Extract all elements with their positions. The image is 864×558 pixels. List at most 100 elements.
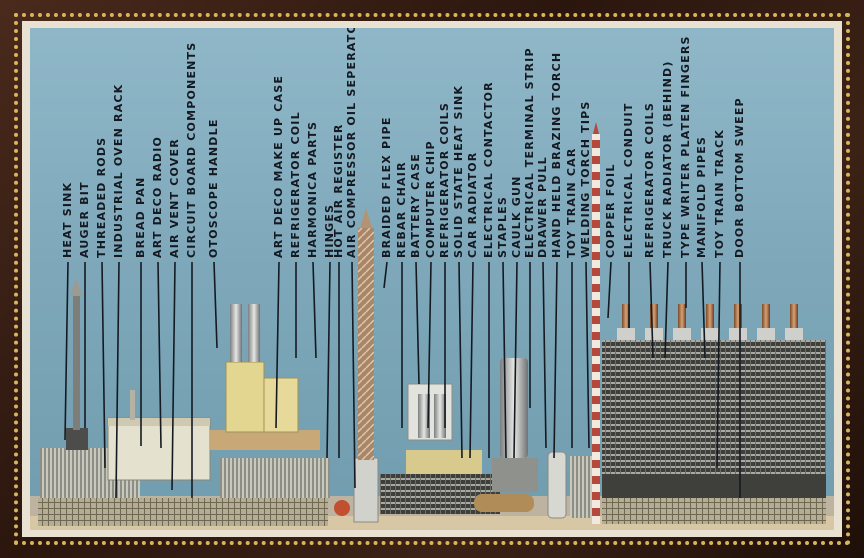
bread-pan-roof xyxy=(108,418,210,426)
toy-train-track xyxy=(602,498,826,524)
leader-line xyxy=(275,261,280,429)
label-9: ART DECO MAKE UP CASE xyxy=(272,74,285,258)
label-1: AUGER BIT xyxy=(78,181,91,258)
label-22: ELECTRICAL CONTACTOR xyxy=(482,81,495,258)
leader-line xyxy=(415,261,420,385)
label-5: ART DECO RADIO xyxy=(151,135,164,258)
makeup-case-wing xyxy=(263,377,299,433)
shadowbox-panel: HEAT SINK AUGER BIT THREADED RODS INDUSTRIA… xyxy=(30,28,834,530)
copper-foil-stack xyxy=(592,122,600,524)
label-18: COMPUTER CHIP xyxy=(424,140,437,258)
label-32: REFRIGERATOR COILS xyxy=(643,102,656,258)
leader-line xyxy=(701,261,706,359)
label-21: CAR RADIATOR xyxy=(466,151,479,258)
leader-line xyxy=(553,261,558,459)
leader-line xyxy=(585,261,590,449)
drawer-pull xyxy=(570,456,592,518)
radiator-base xyxy=(602,474,826,498)
antenna xyxy=(130,390,135,420)
label-2: THREADED RODS xyxy=(95,136,108,258)
label-11: HARMONICA PARTS xyxy=(306,120,319,258)
truck-radiator xyxy=(602,340,826,474)
leader-line xyxy=(383,261,388,289)
label-36: TOY TRAIN TRACK xyxy=(713,129,726,258)
leader-line xyxy=(115,261,120,499)
otoscope-handle-right xyxy=(248,304,260,362)
manifold-fitting xyxy=(785,328,803,340)
auger-tip xyxy=(70,278,83,296)
leader-line xyxy=(469,261,474,459)
battery-cell-a xyxy=(418,394,430,438)
manifold-fitting xyxy=(617,328,635,340)
label-7: CIRCUIT BOARD COMPONENTS xyxy=(185,41,198,258)
battery-cell-b xyxy=(434,394,446,438)
label-23: STAPLES xyxy=(496,196,509,258)
label-37: DOOR BOTTOM SWEEP xyxy=(733,97,746,258)
gold-bead-trim xyxy=(14,13,850,545)
air-vent-cover xyxy=(220,458,330,498)
leader-line xyxy=(502,261,507,459)
otoscope-handle-left xyxy=(230,304,242,362)
manifold-pipes xyxy=(617,304,803,340)
label-leader-lines xyxy=(64,261,741,499)
leader-line xyxy=(607,261,612,319)
leader-line xyxy=(664,261,669,359)
label-14: AIR COMPRESSOR OIL SEPERATOR xyxy=(345,28,358,258)
red-valve xyxy=(334,500,350,516)
label-28: TOY TRAIN CAR xyxy=(565,147,578,258)
manifold-fitting xyxy=(645,328,663,340)
leader-line xyxy=(326,261,331,459)
heat-sink xyxy=(66,428,88,450)
label-29: WELDING TORCH TIPS xyxy=(579,100,592,258)
label-3: INDUSTRIAL OVEN RACK xyxy=(112,83,125,258)
manifold-fitting xyxy=(701,328,719,340)
label-13: HOT AIR REGISTER xyxy=(332,123,345,258)
label-17: BATTERY CASE xyxy=(409,153,422,258)
label-27: HAND HELD BRAZING TORCH xyxy=(550,51,563,258)
label-10: REFRIGERATOR COIL xyxy=(289,111,302,258)
leader-line xyxy=(513,261,518,459)
leader-line xyxy=(427,261,432,429)
manifold-pipe xyxy=(678,304,686,330)
caulk-gun-tank xyxy=(547,451,567,519)
leader-line xyxy=(542,261,547,449)
auger-bit-tower xyxy=(73,296,80,430)
leader-line xyxy=(351,261,356,489)
art-deco-makeup-case xyxy=(225,361,265,433)
label-4: BREAD PAN xyxy=(134,176,147,258)
label-15: BRAIDED FLEX PIPE xyxy=(380,116,393,258)
label-33: TRUCK RADIATOR (BEHIND) xyxy=(661,60,674,258)
manifold-pipe xyxy=(622,304,630,330)
leader-line xyxy=(101,261,106,469)
contactor-base xyxy=(492,458,538,492)
bread-pan-building xyxy=(107,417,211,481)
leader-line xyxy=(649,261,654,359)
label-6: AIR VENT COVER xyxy=(168,138,181,258)
leader-line xyxy=(157,261,162,449)
label-24: CAULK GUN xyxy=(510,175,523,258)
manifold-pipe xyxy=(762,304,770,330)
tower-base xyxy=(353,457,379,523)
manifold-pipe xyxy=(734,304,742,330)
leader-line xyxy=(64,261,69,441)
manifold-fitting xyxy=(757,328,775,340)
leader-line xyxy=(312,261,317,359)
leader-line xyxy=(171,261,176,491)
label-26: DRAWER PULL xyxy=(536,156,549,258)
label-30: COPPER FOIL xyxy=(604,163,617,258)
manifold-fitting xyxy=(673,328,691,340)
flex-pipe-tip xyxy=(360,208,372,228)
leader-line xyxy=(716,261,721,469)
leader-line xyxy=(213,261,218,349)
label-35: MANIFOLD PIPES xyxy=(695,135,708,258)
label-19: REFRIGERATOR COILS xyxy=(438,102,451,258)
label-0: HEAT SINK xyxy=(61,181,74,258)
manifold-fitting xyxy=(729,328,747,340)
label-34: TYPE WRITER PLATEN FINGERS xyxy=(679,35,692,258)
label-16: REBAR CHAIR xyxy=(395,161,408,258)
industrial-model-artwork xyxy=(30,122,834,530)
car-radiator-tank xyxy=(474,494,534,512)
label-20: SOLID STATE HEAT SINK xyxy=(452,84,465,258)
manifold-pipe xyxy=(706,304,714,330)
manifold-pipe xyxy=(790,304,798,330)
